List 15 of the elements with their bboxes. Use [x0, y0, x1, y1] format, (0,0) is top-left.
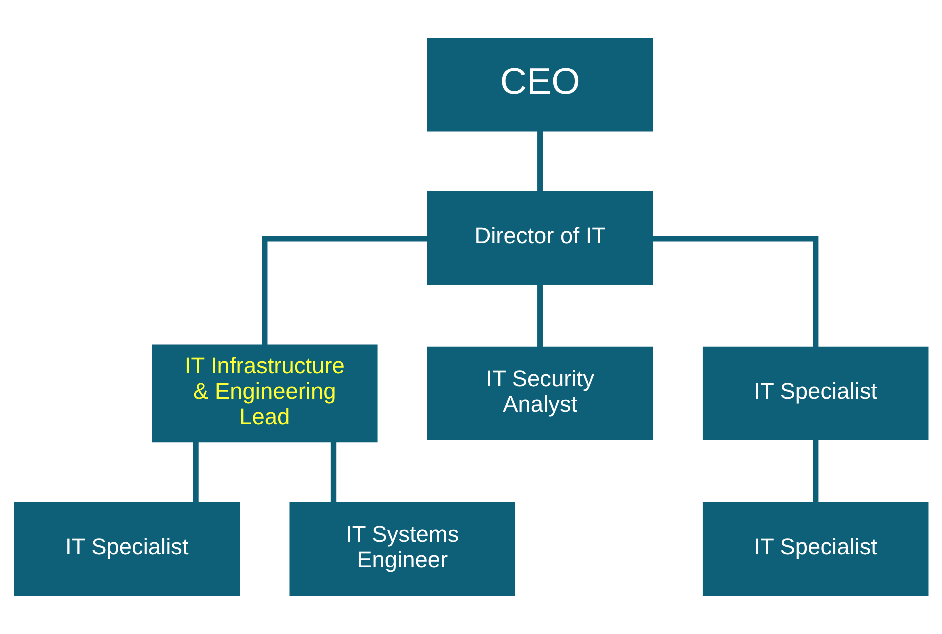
node-box: IT Specialist	[702, 502, 928, 596]
node-box: IT Infrastructure & Engineering Lead	[152, 344, 378, 443]
connector	[537, 284, 543, 348]
node-box: IT Specialist	[702, 346, 928, 441]
node-box: IT Specialist	[14, 502, 240, 596]
node-box: IT Systems Engineer	[289, 502, 516, 596]
connector	[192, 442, 198, 503]
connector	[812, 440, 818, 503]
connector	[330, 442, 336, 503]
connector	[262, 236, 428, 346]
node-box: Director of IT	[426, 191, 653, 286]
node-box: CEO	[426, 38, 653, 132]
connector	[537, 131, 543, 192]
connector	[652, 236, 818, 348]
node-box: IT Security Analyst	[426, 346, 653, 441]
